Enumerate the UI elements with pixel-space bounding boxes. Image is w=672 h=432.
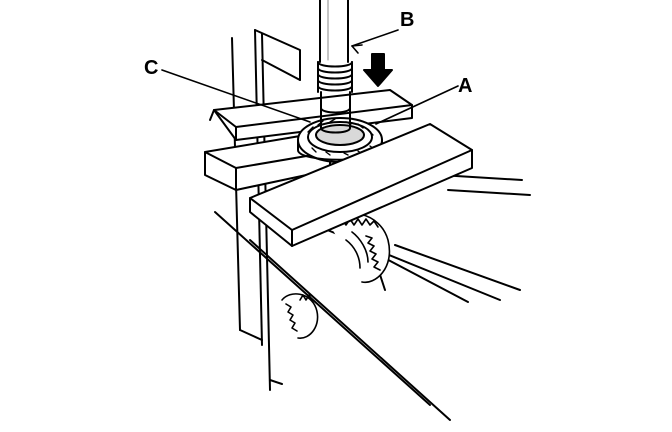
press-shaft: [317, 0, 353, 134]
label-b: B: [400, 9, 414, 31]
back-plate: [209, 89, 413, 141]
leader-line-a: [375, 85, 459, 125]
label-a: A: [458, 75, 472, 97]
leader-line-b: [351, 29, 399, 47]
label-c: C: [144, 57, 158, 79]
press-force-arrow-icon: [363, 53, 393, 87]
leader-lines: [161, 29, 459, 125]
bearing-assembly: [297, 117, 383, 163]
front-plate: [249, 123, 473, 247]
leader-line-c: [161, 69, 311, 123]
